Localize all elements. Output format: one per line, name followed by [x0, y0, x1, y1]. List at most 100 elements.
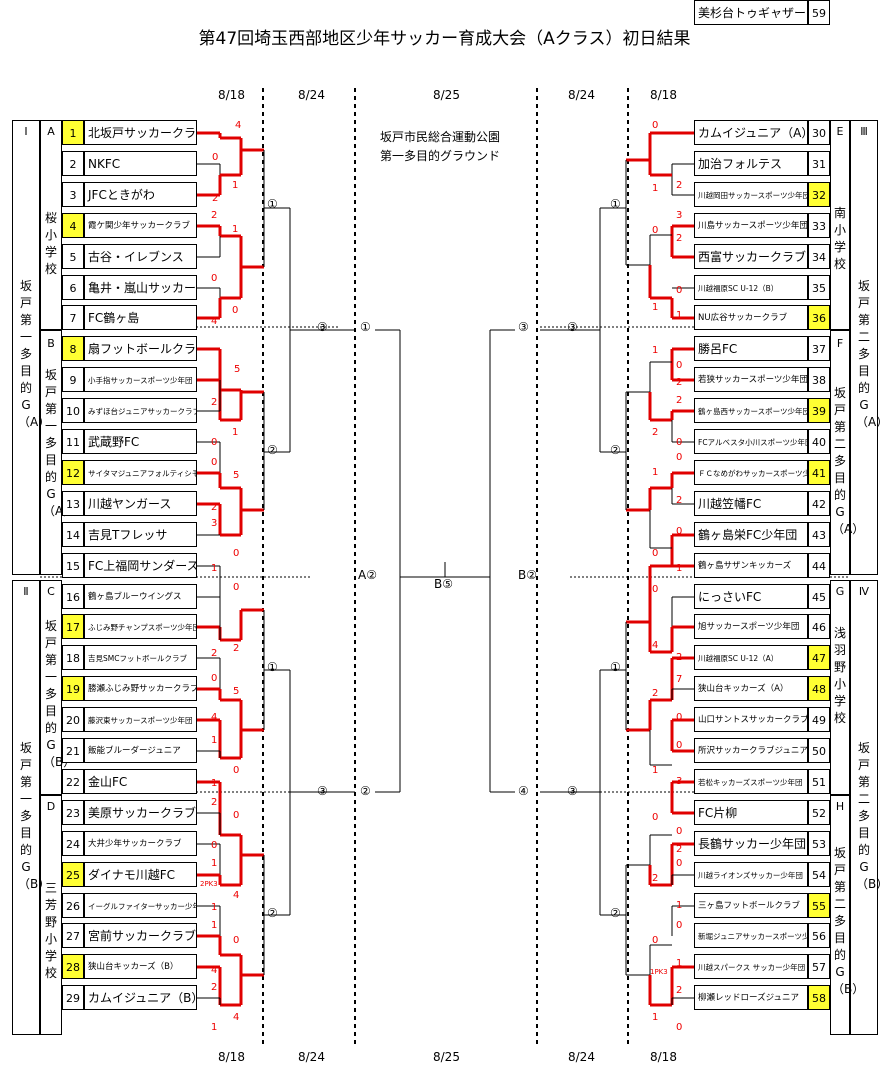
- date-label: 8/24: [298, 88, 325, 102]
- team-number: 42: [808, 491, 830, 516]
- date-label: 8/18: [218, 1050, 245, 1064]
- score-label: 2: [676, 495, 683, 506]
- round-label: A②: [358, 568, 377, 582]
- score-label: 4: [211, 965, 218, 976]
- score-label: 0: [211, 457, 218, 468]
- score-label: 1PK3: [650, 968, 668, 976]
- score-label: 1: [652, 467, 659, 478]
- score-label: 0: [652, 584, 659, 595]
- team-number: 4: [62, 213, 84, 238]
- score-label: 3: [676, 210, 683, 221]
- team-number: 56: [808, 923, 830, 948]
- team-number: 29: [62, 985, 84, 1010]
- team-name: ふじみ野チャンプスポーツ少年団: [84, 614, 197, 639]
- group-label: B: [47, 337, 55, 350]
- group-frame-B: [40, 330, 62, 575]
- score-label: 0: [652, 120, 659, 131]
- team-number: 54: [808, 862, 830, 887]
- block-label: Ⅱ: [23, 585, 29, 598]
- venue-vertical: 坂戸第二多目的G（B）: [856, 741, 889, 891]
- score-label: 0: [652, 935, 659, 946]
- venue-vertical: 坂戸第一多目的G（A）: [43, 368, 75, 518]
- page-title: 第47回埼玉西部地区少年サッカー育成大会（Aクラス）初日結果: [198, 29, 691, 49]
- score-label: 2PK3: [200, 880, 218, 888]
- round-label: ③: [567, 320, 578, 334]
- team-number: 18: [62, 645, 84, 670]
- team-name: にっさいFC: [694, 584, 808, 609]
- team-name: FCアルベスタ小川スポーツ少年団: [694, 429, 808, 454]
- block-frame-right-III: [850, 120, 878, 575]
- score-label: 1: [211, 902, 218, 913]
- team-number: 26: [62, 893, 84, 918]
- score-label: 0: [676, 826, 683, 837]
- team-name: イーグルファイターサッカー少年団: [84, 893, 197, 918]
- score-label: 3: [676, 776, 683, 787]
- team-name: NKFC: [84, 151, 197, 176]
- venue-vertical: 坂戸第二多目的G（A）: [832, 386, 864, 536]
- score-label: 2: [652, 427, 659, 438]
- date-label: 8/24: [298, 1050, 325, 1064]
- round-label: ②: [267, 906, 278, 920]
- score-label: 0: [652, 812, 659, 823]
- team-name: ダイナモ川越FC: [84, 862, 197, 887]
- score-label: 2: [211, 210, 218, 221]
- team-number: 49: [808, 707, 830, 732]
- team-number: 17: [62, 614, 84, 639]
- score-label: 1: [676, 900, 683, 911]
- venue-vertical: 坂戸第二多目的G（B）: [832, 846, 864, 996]
- venue-vertical: 坂戸第一多目的G（A）: [18, 279, 50, 429]
- score-label: 4: [211, 316, 218, 327]
- team-number: 24: [62, 831, 84, 856]
- round-label: ③: [317, 784, 328, 798]
- team-name: 北坂戸サッカークラブ: [84, 120, 197, 145]
- team-number: 1: [62, 120, 84, 145]
- team-number: 31: [808, 151, 830, 176]
- group-label: E: [836, 125, 844, 138]
- team-name: 飯能ブルーダージュニア: [84, 738, 197, 763]
- score-label: 4: [652, 640, 659, 651]
- team-number: 46: [808, 614, 830, 639]
- team-name: 宮前サッカークラブ: [84, 923, 197, 948]
- score-label: 0: [676, 740, 683, 751]
- team-name: FC鶴ヶ島: [84, 305, 197, 330]
- team-name: カムイジュニア（A）: [694, 120, 808, 145]
- score-label: 0: [652, 225, 659, 236]
- team-name: 古谷・イレブンス: [84, 244, 197, 269]
- team-name: 鶴ヶ島サザンキッカーズ: [694, 553, 808, 578]
- score-label: 1: [211, 563, 218, 574]
- team-number: 30: [808, 120, 830, 145]
- round-label: ③: [518, 320, 529, 334]
- score-label: 1: [652, 302, 659, 313]
- team-name: 西富サッカークラブ: [694, 244, 808, 269]
- round-label: ②: [360, 784, 371, 798]
- round-label: ①: [267, 197, 278, 211]
- team-number: 13: [62, 491, 84, 516]
- team-name: 勝呂FC: [694, 336, 808, 361]
- team-number: 57: [808, 954, 830, 979]
- score-label: 0: [676, 437, 683, 448]
- date-label: 8/25: [433, 88, 460, 102]
- team-number: 37: [808, 336, 830, 361]
- team-name: 川島サッカースポーツ少年団: [694, 213, 808, 238]
- team-name: FC上福岡サンダース: [84, 553, 197, 578]
- score-label: 2: [652, 873, 659, 884]
- score-label: 0: [676, 526, 683, 537]
- team-number: 34: [808, 244, 830, 269]
- score-label: 1: [652, 345, 659, 356]
- round-label: B⑤: [434, 577, 453, 591]
- venue-vertical: 桜小学校: [44, 211, 57, 276]
- score-label: 0: [233, 765, 240, 776]
- team-name: 美原サッカークラブ: [84, 800, 197, 825]
- date-label: 8/24: [568, 1050, 595, 1064]
- score-label: 2: [652, 688, 659, 699]
- score-label: 2: [676, 377, 683, 388]
- team-name: 武蔵野FC: [84, 429, 197, 454]
- team-name: 長鶴サッカー少年団: [694, 831, 808, 856]
- team-name: 新堀ジュニアサッカースポーツ少年団: [694, 923, 808, 948]
- team-number: 21: [62, 738, 84, 763]
- team-number: 19: [62, 676, 84, 701]
- score-label: 2: [676, 652, 683, 663]
- team-number: 5: [62, 244, 84, 269]
- team-name: 鶴ヶ島西サッカースポーツ少年団: [694, 398, 808, 423]
- team-name: 小手指サッカースポーツ少年団: [84, 367, 197, 392]
